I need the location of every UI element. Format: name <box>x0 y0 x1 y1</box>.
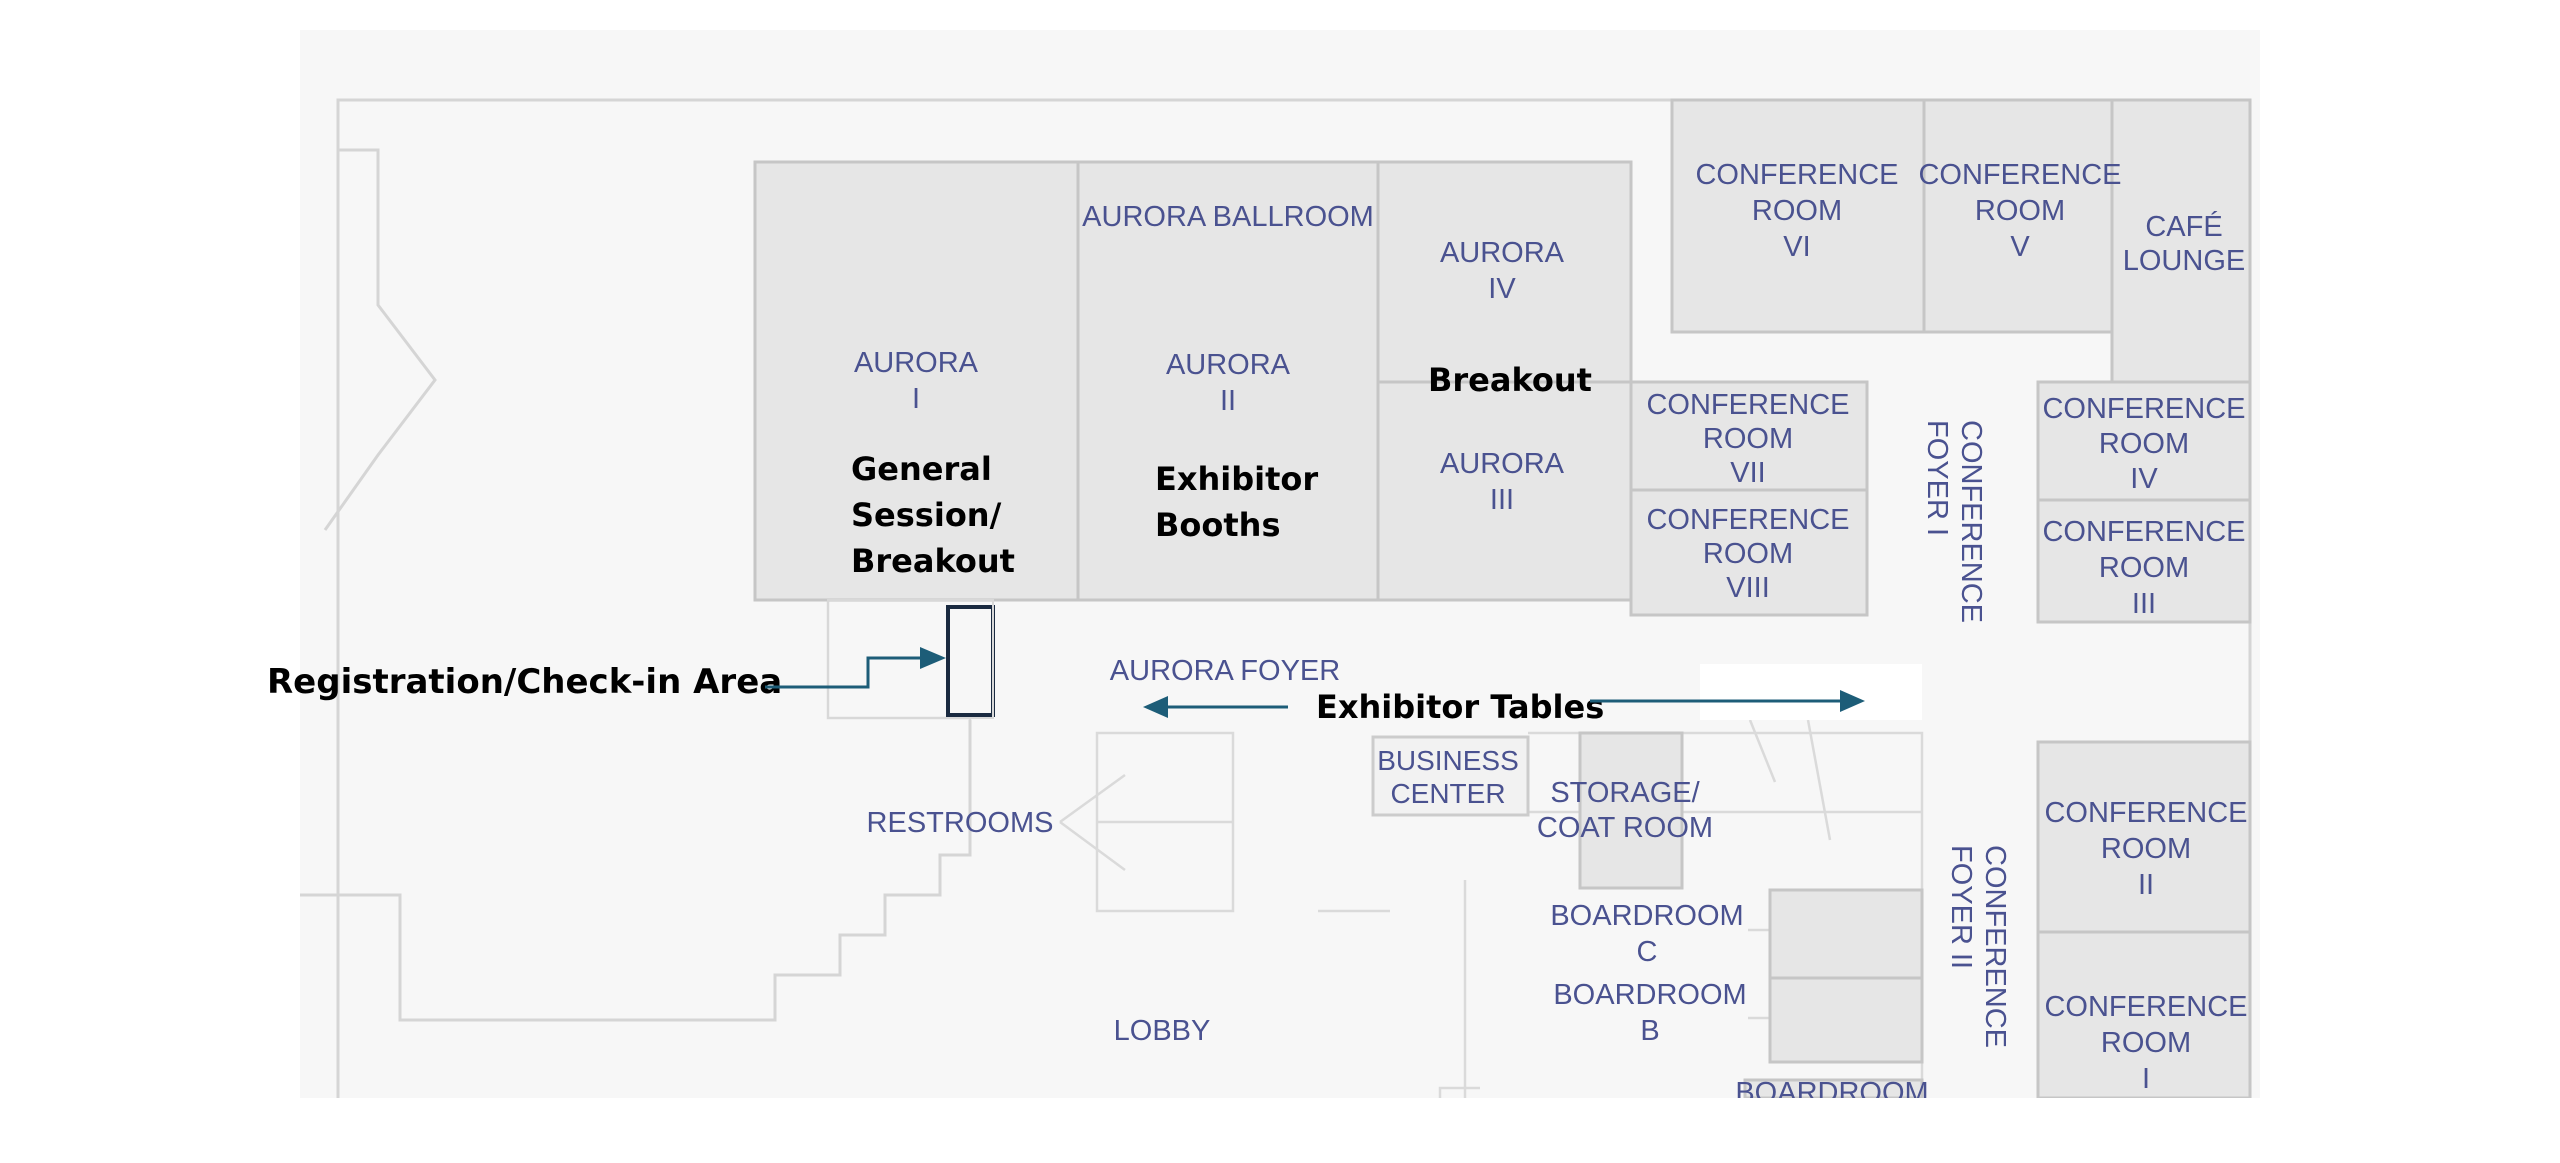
label-storage-coat-room: STORAGE/COAT ROOM <box>1537 777 1713 844</box>
room-boardroom-b[interactable] <box>1768 976 1924 1064</box>
room-conference-vii[interactable] <box>1629 380 1869 492</box>
room-aurora-i[interactable] <box>753 160 1080 602</box>
aurora-ballroom-block <box>753 160 1633 602</box>
label-conference-foyer-ii: CONFERENCEFOYER II <box>1945 845 2011 1048</box>
registration-arrowhead <box>920 647 946 669</box>
registration-zone <box>827 599 994 719</box>
room-aurora-iv[interactable] <box>1376 160 1633 384</box>
registration-arrow <box>765 656 922 689</box>
annotation-arrows <box>765 647 1865 718</box>
room-aurora-ii[interactable] <box>1076 160 1380 602</box>
label-lobby: LOBBY <box>1114 1015 1211 1047</box>
room-storage-coat[interactable] <box>1578 731 1684 890</box>
annotation-breakout: Breakout <box>1428 361 1592 399</box>
room-conference-v[interactable] <box>1922 98 2114 334</box>
room-cafe-lounge[interactable] <box>2110 98 2252 384</box>
label-aurora-ballroom: AURORA BALLROOM <box>1082 201 1374 233</box>
conference-rooms <box>1371 98 2252 1100</box>
annotation-registration: Registration/Check-in Area <box>267 662 782 702</box>
room-business-center[interactable] <box>1371 735 1530 817</box>
room-conference-iv[interactable] <box>2036 380 2252 502</box>
label-conference-foyer-i: CONFERENCEFOYER I <box>1921 420 1987 623</box>
annotation-exhibitor-tables: Exhibitor Tables <box>1316 688 1604 726</box>
room-conference-ii[interactable] <box>2036 740 2252 934</box>
room-conference-vi[interactable] <box>1670 98 1926 334</box>
bottom-mask <box>0 1098 2560 1163</box>
exhibitor-tables-arrowhead-left <box>1143 696 1168 718</box>
room-conference-iii[interactable] <box>2036 498 2252 624</box>
label-restrooms: RESTROOMS <box>867 807 1054 839</box>
label-aurora-foyer: AURORA FOYER <box>1110 655 1340 687</box>
exhibitor-tables-arrowhead-right <box>1840 690 1865 712</box>
room-conference-viii[interactable] <box>1629 488 1869 617</box>
white-patch <box>1700 664 1922 720</box>
room-boardroom-c[interactable] <box>1768 888 1924 980</box>
room-conference-i[interactable] <box>2036 930 2252 1100</box>
